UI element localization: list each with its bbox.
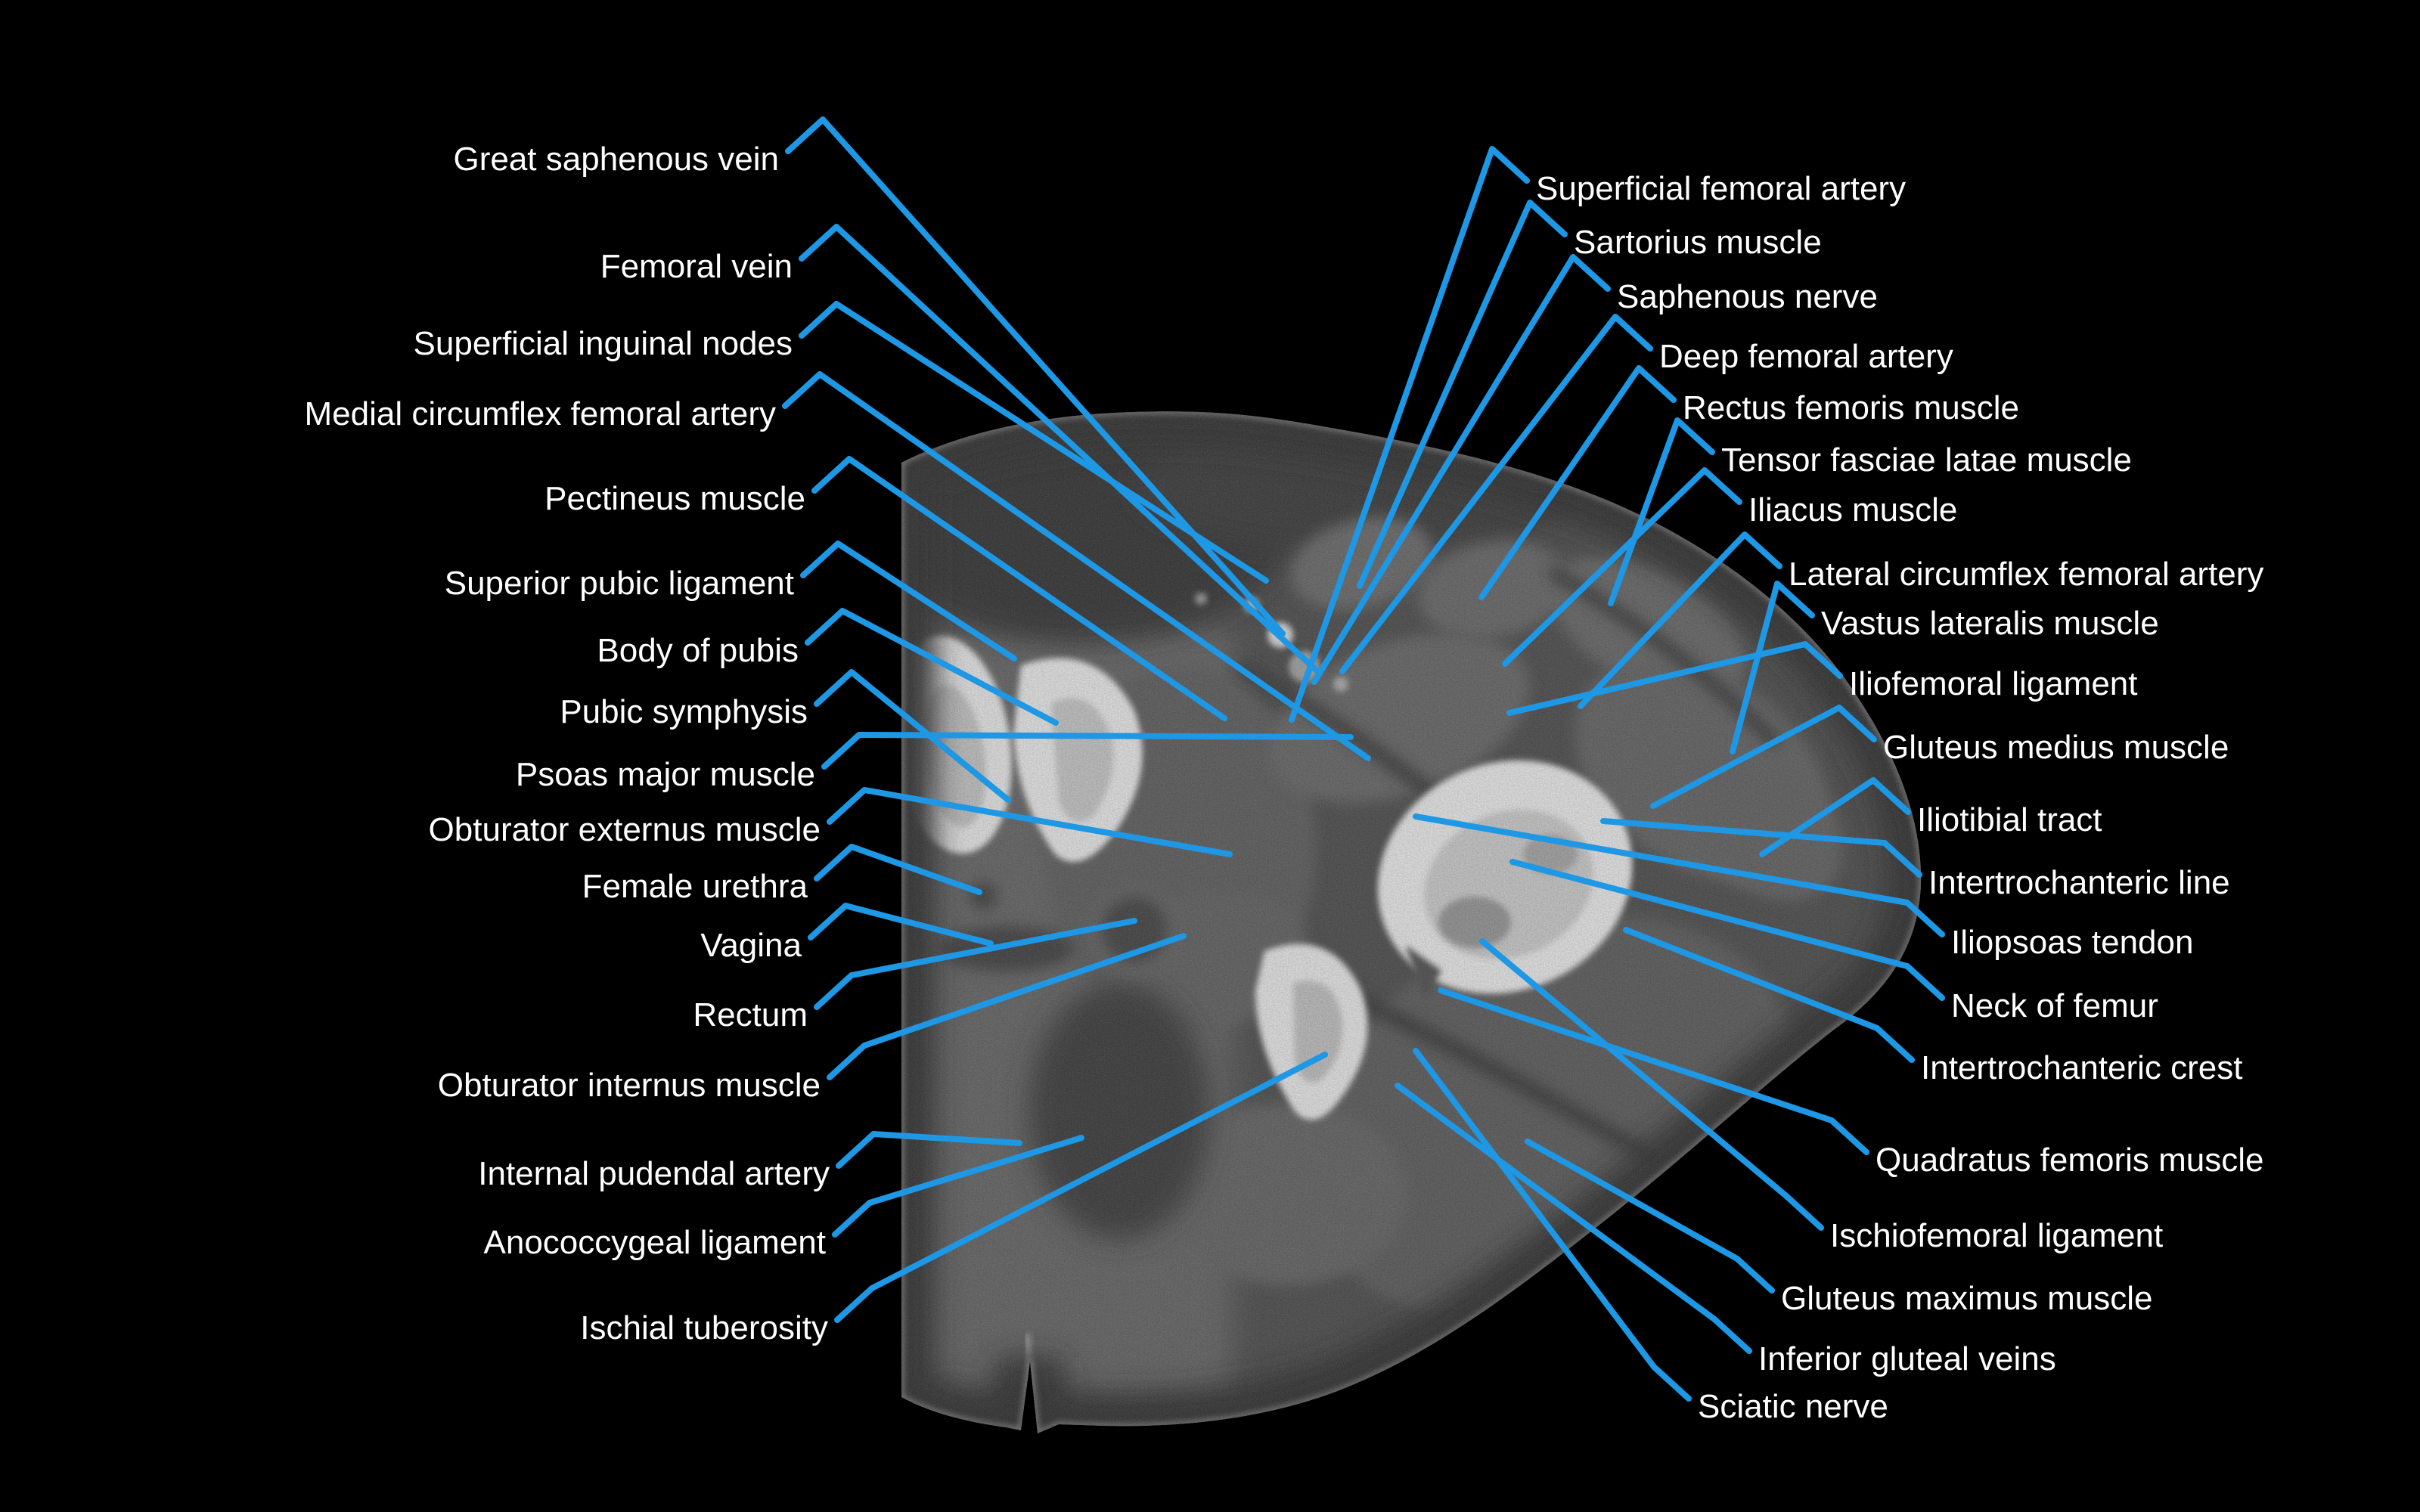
label-sciatic-nerve: Sciatic nerve [1698, 1388, 1888, 1425]
label-ischiofemoral-ligament: Ischiofemoral ligament [1830, 1217, 2163, 1254]
label-lateral-circumflex-femoral-artery: Lateral circumflex femoral artery [1789, 556, 2263, 593]
label-gluteus-medius-muscle: Gluteus medius muscle [1883, 729, 2229, 766]
label-superficial-femoral-artery: Superficial femoral artery [1536, 170, 1906, 207]
label-inferior-gluteal-veins: Inferior gluteal veins [1758, 1340, 2056, 1377]
label-iliofemoral-ligament: Iliofemoral ligament [1849, 665, 2138, 702]
leader-line-deep-femoral-artery [1339, 314, 1653, 674]
leader-line-superior-pubic-ligament [800, 541, 1017, 662]
leader-line-internal-pudendal-artery [836, 1131, 1022, 1169]
label-quadratus-femoris-muscle: Quadratus femoris muscle [1876, 1142, 2264, 1179]
leader-line-saphenous-nerve [1311, 254, 1611, 685]
label-ischial-tuberosity: Ischial tuberosity [580, 1309, 828, 1346]
leader-line-iliotibial-tract [1759, 777, 1911, 857]
label-femoral-vein: Femoral vein [600, 248, 793, 285]
label-intertrochanteric-line: Intertrochanteric line [1928, 864, 2230, 901]
label-superior-pubic-ligament: Superior pubic ligament [445, 565, 794, 602]
leader-line-medial-circumflex-femoral-artery [782, 371, 1371, 761]
label-medial-circumflex-femoral-artery: Medial circumflex femoral artery [305, 395, 777, 432]
label-body-of-pubis: Body of pubis [597, 632, 799, 669]
leader-line-iliofemoral-ligament [1506, 641, 1843, 716]
label-great-saphenous-vein: Great saphenous vein [453, 141, 779, 178]
label-rectum: Rectum [693, 996, 808, 1033]
leader-line-psoas-major-muscle [821, 732, 1354, 770]
leader-line-obturator-externus-muscle [827, 787, 1233, 857]
leader-line-iliopsoas-tendon [1413, 813, 1945, 937]
label-vastus-lateralis-muscle: Vastus lateralis muscle [1821, 605, 2159, 642]
leader-line-gluteus-maximus-muscle [1525, 1139, 1775, 1294]
label-psoas-major-muscle: Psoas major muscle [516, 756, 815, 793]
leader-line-vastus-lateralis-muscle [1730, 581, 1815, 754]
label-iliotibial-tract: Iliotibial tract [1917, 801, 2102, 838]
leader-line-pectineus-muscle [811, 456, 1227, 721]
label-neck-of-femur: Neck of femur [1951, 987, 2158, 1024]
leader-line-ischial-tuberosity [834, 1052, 1328, 1323]
leader-line-superficial-inguinal-nodes [799, 301, 1269, 584]
label-internal-pudendal-artery: Internal pudendal artery [478, 1155, 830, 1192]
leader-line-obturator-internus-muscle [827, 933, 1187, 1080]
leader-line-rectum [814, 918, 1137, 1010]
label-iliopsoas-tendon: Iliopsoas tendon [1951, 924, 2193, 961]
label-obturator-internus-muscle: Obturator internus muscle [438, 1067, 821, 1104]
label-rectus-femoris-muscle: Rectus femoris muscle [1683, 389, 2019, 426]
label-deep-femoral-artery: Deep femoral artery [1659, 338, 1953, 375]
label-gluteus-maximus-muscle: Gluteus maximus muscle [1781, 1280, 2152, 1317]
leader-line-sartorius-muscle [1357, 200, 1568, 589]
leader-line-superficial-femoral-artery [1289, 146, 1530, 723]
label-anococcygeal-ligament: Anococcygeal ligament [484, 1224, 826, 1261]
leader-line-femoral-vein [799, 224, 1319, 673]
leader-line-intertrochanteric-line [1600, 818, 1922, 878]
leader-line-female-urethra [814, 844, 982, 895]
leader-line-intertrochanteric-crest [1623, 927, 1915, 1063]
label-female-urethra: Female urethra [582, 868, 808, 905]
leader-line-body-of-pubis [805, 608, 1059, 726]
leader-line-anococcygeal-ligament [832, 1135, 1084, 1238]
leader-line-vagina [808, 903, 994, 947]
label-obturator-externus-muscle: Obturator externus muscle [429, 811, 821, 848]
leader-line-gluteus-medius-muscle [1650, 705, 1877, 809]
label-pubic-symphysis: Pubic symphysis [560, 693, 808, 730]
leader-line-rectus-femoris-muscle [1478, 365, 1677, 600]
leader-line-lateral-circumflex-femoral-artery [1578, 531, 1782, 709]
leader-line-quadratus-femoris-muscle [1438, 987, 1869, 1155]
leader-line-ischiofemoral-ligament [1479, 938, 1824, 1231]
label-tensor-fasciae-latae-muscle: Tensor fasciae latae muscle [1721, 442, 2132, 479]
leader-line-iliacus-muscle [1502, 467, 1742, 667]
leader-line-neck-of-femur [1509, 859, 1945, 1001]
label-intertrochanteric-crest: Intertrochanteric crest [1921, 1049, 2243, 1086]
label-superficial-inguinal-nodes: Superficial inguinal nodes [414, 325, 793, 362]
label-saphenous-nerve: Saphenous nerve [1617, 278, 1878, 315]
label-vagina: Vagina [700, 927, 802, 964]
leader-lines-layer [782, 116, 1945, 1402]
leader-line-sciatic-nerve [1413, 1048, 1692, 1402]
leader-line-great-saphenous-vein [785, 116, 1286, 637]
label-pectineus-muscle: Pectineus muscle [544, 480, 805, 517]
label-sartorius-muscle: Sartorius muscle [1574, 224, 1822, 261]
leader-line-pubic-symphysis [814, 669, 1011, 803]
label-iliacus-muscle: Iliacus muscle [1748, 491, 1957, 528]
